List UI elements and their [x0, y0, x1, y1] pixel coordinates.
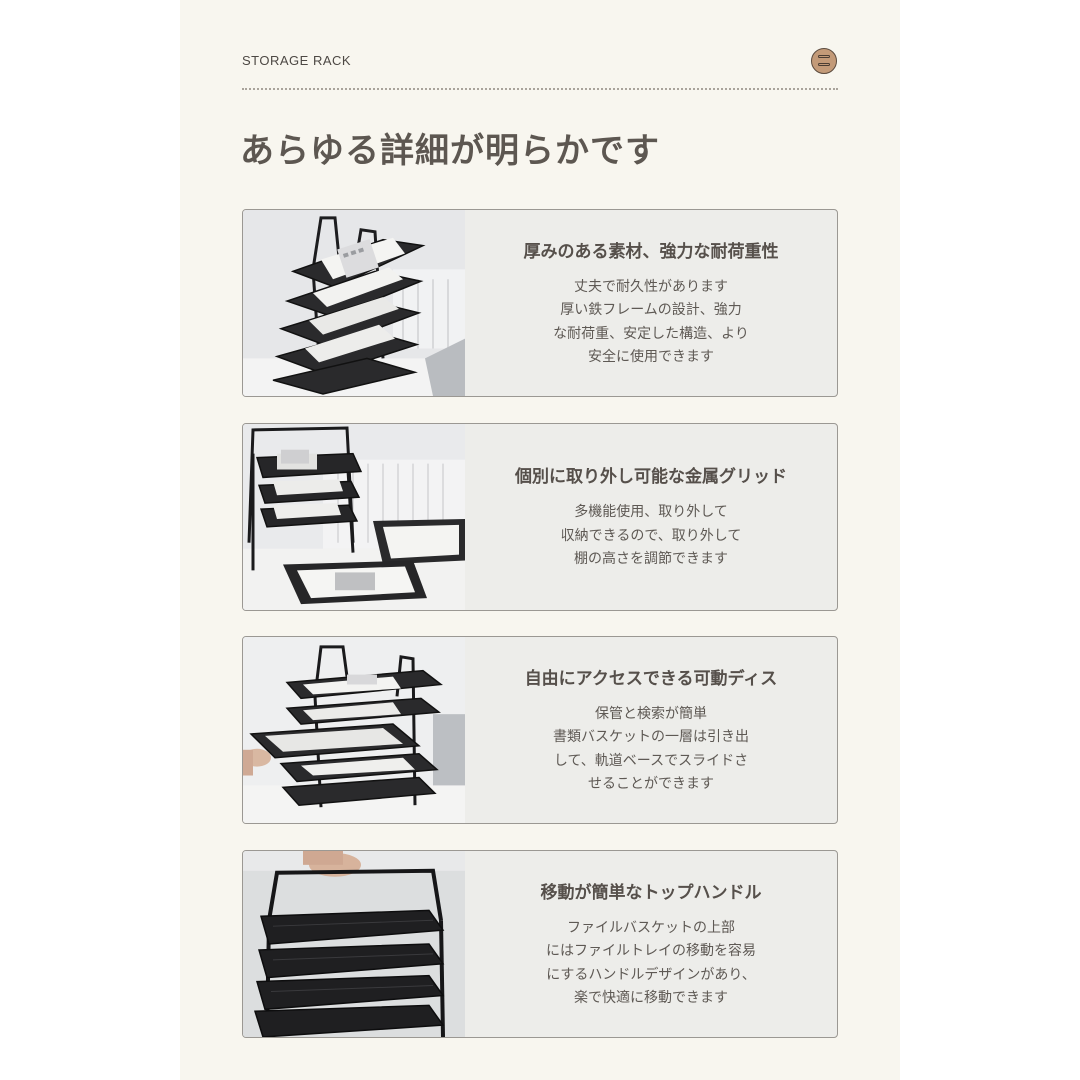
dotted-divider — [242, 88, 838, 90]
feature-title: 移動が簡単なトップハンドル — [540, 882, 762, 903]
feature-card-top-handle: 移動が簡単なトップハンドル ファイルバスケットの上部 にはファイルトレイの移動を… — [242, 850, 838, 1038]
rack-photo-handle — [243, 851, 465, 1037]
feature-line: にするハンドルデザインがあり、 — [546, 966, 756, 983]
feature-title: 自由にアクセスできる可動ディス — [524, 668, 778, 689]
feature-card-material: 厚みのある素材、強力な耐荷重性 丈夫で耐久性があります 厚い鉄フレームの設計、強… — [242, 209, 838, 397]
feature-line: な耐荷重、安定した構造、より — [553, 325, 749, 342]
feature-line: せることができます — [588, 776, 714, 792]
feature-card-sliding-access: 自由にアクセスできる可動ディス 保管と検索が簡単 書類バスケットの一層は引き出 … — [242, 636, 838, 824]
feature-line: 安全に使用できます — [588, 349, 714, 365]
feature-title: 個別に取り外し可能な金属グリッド — [515, 467, 787, 488]
feature-line: 書類バスケットの一層は引き出 — [553, 729, 749, 745]
feature-line: 保管と検索が簡単 — [595, 705, 707, 722]
feature-line: 多機能使用、取り外して — [574, 504, 728, 521]
feature-title: 厚みのある素材、強力な耐荷重性 — [523, 241, 779, 262]
feature-line: 棚の高さを調節できます — [574, 551, 728, 568]
feature-line: 丈夫で耐久性があります — [574, 278, 728, 295]
feature-line: して、軌道ベースでスライドさ — [553, 752, 749, 769]
feature-line: にはファイルトレイの移動を容易 — [546, 943, 756, 959]
product-panel: STORAGE RACK あらゆる詳細が明らかです — [180, 0, 900, 1080]
feature-card-removable-grid: 個別に取り外し可能な金属グリッド 多機能使用、取り外して 収納できるので、取り外… — [242, 423, 838, 611]
rack-photo-angled — [243, 210, 465, 396]
feature-line: 楽で快適に移動できます — [574, 990, 728, 1006]
page-headline: あらゆる詳細が明らかです — [240, 131, 660, 171]
rack-photo-sliding-tray — [243, 637, 465, 823]
feature-line: ファイルバスケットの上部 — [567, 919, 735, 936]
feature-line: 厚い鉄フレームの設計、強力 — [560, 302, 742, 318]
feature-line: 収納できるので、取り外して — [560, 527, 742, 544]
storage-rack-icon — [811, 48, 837, 74]
brand-label: STORAGE RACK — [242, 53, 352, 68]
rack-photo-removed-trays — [243, 424, 465, 610]
